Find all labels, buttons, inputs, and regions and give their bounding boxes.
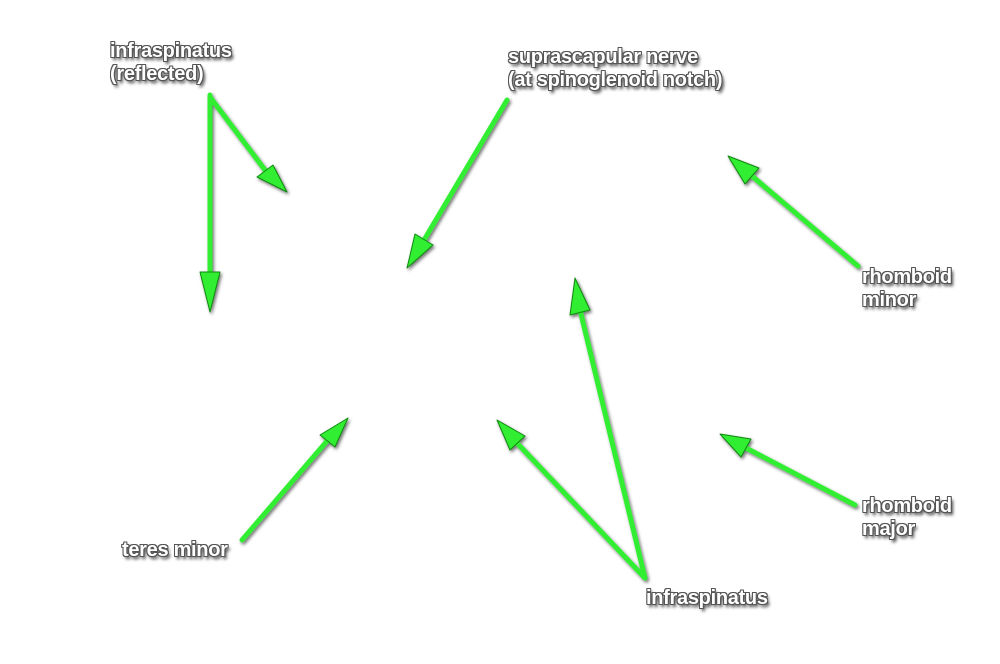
- label-line: minor: [862, 289, 917, 311]
- label-rhomboid-minor: rhomboid minor: [862, 266, 952, 312]
- arrow-rhomboid-minor-shaft: [749, 173, 861, 269]
- arrow-teres-minor-shaft: [239, 438, 330, 543]
- label-line: (at spinoglenoid notch): [508, 69, 723, 91]
- label-line: rhomboid: [862, 495, 952, 517]
- label-line: infraspinatus: [646, 587, 768, 609]
- label-line: suprascapular nerve: [508, 46, 698, 68]
- arrow-suprascapular-nerve-head: [406, 233, 434, 269]
- label-infraspinatus: infraspinatus: [646, 587, 768, 610]
- label-line: teres minor: [122, 539, 228, 561]
- label-teres-minor: teres minor: [122, 539, 228, 562]
- arrow-rhomboid-minor-head: [727, 155, 760, 185]
- label-line: rhomboid: [862, 266, 952, 288]
- arrow-infraspinatus-up-head: [569, 277, 591, 316]
- label-line: major: [862, 518, 915, 540]
- arrow-infraspinatus-reflected-diag-shaft: [207, 94, 268, 173]
- arrow-teres-minor-head: [319, 417, 349, 448]
- arrow-infraspinatus-up-shaft: [577, 307, 648, 581]
- arrow-suprascapular-nerve-shaft: [421, 97, 510, 243]
- arrow-infraspinatus-left-head: [496, 419, 526, 451]
- arrow-infraspinatus-left-shaft: [514, 440, 648, 581]
- label-line: infraspinatus: [110, 40, 232, 62]
- arrow-infraspinatus-reflected-diag-head: [256, 164, 288, 193]
- label-suprascapular-nerve: suprascapular nerve (at spinoglenoid not…: [508, 46, 722, 92]
- label-rhomboid-major: rhomboid major: [862, 495, 952, 541]
- arrow-infraspinatus-reflected-down-head: [199, 271, 221, 313]
- label-line: (reflected): [110, 63, 204, 85]
- arrow-rhomboid-major-head: [719, 433, 752, 458]
- arrow-group: [199, 92, 861, 581]
- arrow-rhomboid-major-shaft: [743, 445, 858, 508]
- label-infraspinatus-reflected: infraspinatus (reflected): [110, 40, 232, 86]
